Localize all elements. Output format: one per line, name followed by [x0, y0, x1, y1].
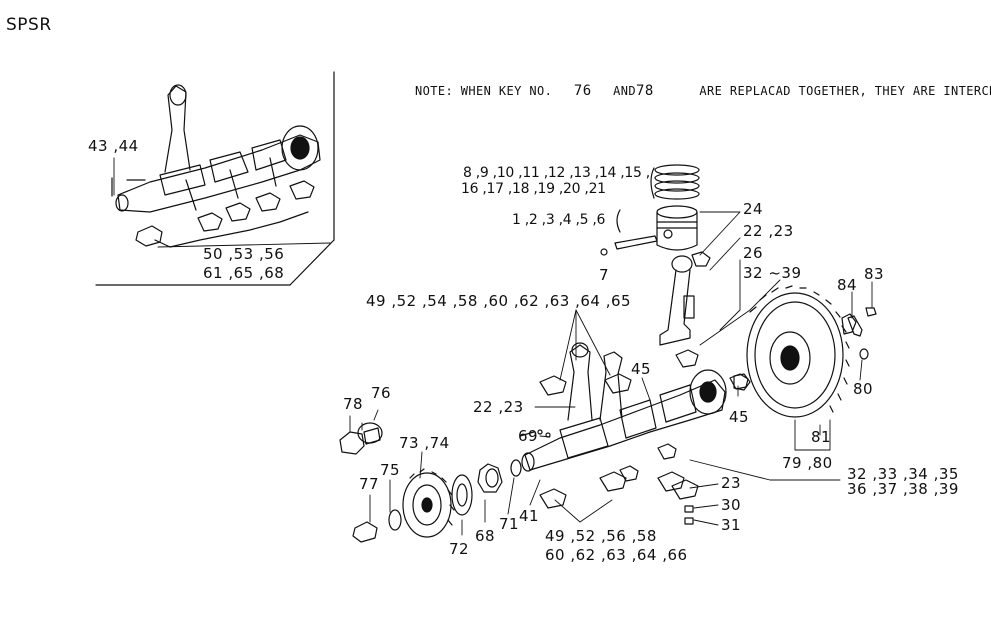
- small-parts-icon: [684, 307, 877, 525]
- leader-lines: [113, 157, 873, 536]
- inset-frame: [95, 71, 335, 286]
- callout-75: 75: [380, 461, 401, 479]
- callout-60-66: 60 ,62 ,63 ,64 ,66: [545, 546, 688, 564]
- callout-61-65-68: 61 ,65 ,68: [203, 264, 285, 282]
- note-line: NOTE: WHEN KEY NO. 76 AND78 ARE REPLACAD…: [415, 84, 991, 99]
- callout-81: 81: [811, 428, 832, 446]
- callout-43-44: 43 ,44: [88, 137, 139, 155]
- page-title: SPSR: [6, 15, 52, 35]
- callout-45-right: 45: [729, 408, 750, 426]
- note-key-78: 78: [636, 83, 654, 99]
- note-and: AND: [613, 84, 637, 98]
- callout-76: 76: [371, 384, 392, 402]
- callout-36-39: 36 ,37 ,38 ,39: [847, 480, 959, 498]
- callout-23: 23: [721, 474, 742, 492]
- callout-84: 84: [837, 276, 858, 294]
- callout-71: 71: [499, 515, 520, 533]
- note-suffix: ARE REPLACAD TOGETHER, THEY ARE INTERCHA: [699, 84, 991, 98]
- piston-icon: [600, 205, 698, 256]
- callout-83: 83: [864, 265, 885, 283]
- callout-22-23-top: 22 ,23: [743, 222, 794, 240]
- main-crankshaft-icon: [521, 342, 749, 509]
- callout-69: 69: [518, 427, 539, 445]
- callout-16-21: 16 ,17 ,18 ,19 ,20 ,21: [461, 181, 606, 197]
- flywheel-icon: [746, 285, 857, 418]
- callout-49-65: 49 ,52 ,54 ,58 ,60 ,62 ,63 ,64 ,65: [366, 292, 632, 310]
- callout-77: 77: [359, 475, 380, 493]
- callout-50-53-56: 50 ,53 ,56: [203, 245, 285, 263]
- callout-49-58: 49 ,52 ,56 ,58: [545, 527, 657, 545]
- callout-32-35: 32 ,33 ,34 ,35: [847, 465, 959, 483]
- connecting-rod-icon: [659, 251, 711, 368]
- callout-1-6: 1 ,2 ,3 ,4 ,5 ,6: [512, 212, 606, 228]
- callout-78: 78: [343, 395, 364, 413]
- callout-8-15: 8 ,9 ,10 ,11 ,12 ,13 ,14 ,15 ,: [463, 165, 650, 181]
- note-key-76: 76: [573, 83, 592, 99]
- callout-45-top: 45: [631, 360, 652, 378]
- callout-73-74: 73 ,74: [399, 434, 450, 452]
- callout-22-23-mid: 22 ,23: [473, 398, 524, 416]
- callout-80: 80: [853, 380, 874, 398]
- front-components-icon: [339, 422, 551, 543]
- callout-7: 7: [599, 266, 610, 284]
- inset-crankshaft-assembly-icon: [111, 84, 321, 248]
- callout-24: 24: [743, 200, 764, 218]
- callout-68: 68: [475, 527, 496, 545]
- callout-41: 41: [519, 507, 540, 525]
- note-prefix: NOTE: WHEN KEY NO.: [415, 84, 553, 98]
- callout-79-80: 79 ,80: [782, 454, 833, 472]
- callout-26: 26: [743, 244, 764, 262]
- piston-rings-icon: [650, 164, 700, 200]
- callout-31: 31: [721, 516, 742, 534]
- callout-32-39-top: 32 ~39: [743, 264, 802, 282]
- callout-72: 72: [449, 540, 470, 558]
- callout-30: 30: [721, 496, 742, 514]
